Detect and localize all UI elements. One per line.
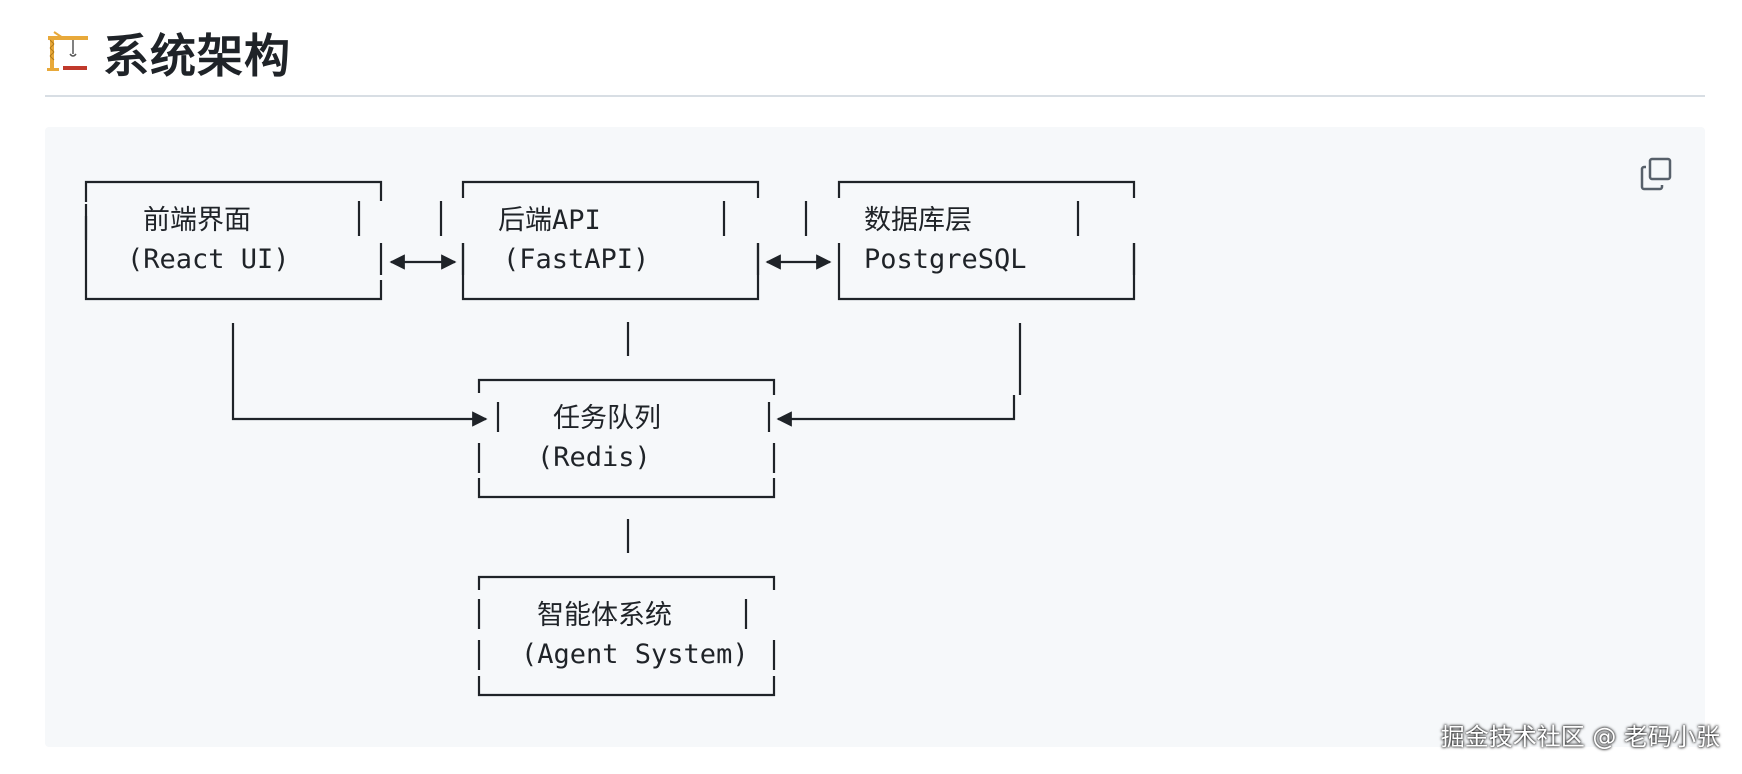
queue-box: 任务队列 (Redis)	[477, 378, 776, 499]
frontend-title: 前端界面	[143, 205, 251, 236]
section-heading: 系统架构	[45, 18, 291, 88]
page-title: 系统架构	[103, 29, 291, 83]
backend-title: 后端API	[498, 205, 601, 236]
frontend-queue-connector	[231, 323, 488, 427]
backend-box: 后端API (FastAPI)	[439, 180, 760, 301]
queue-title: 任务队列	[553, 403, 661, 434]
code-block	[45, 127, 1705, 747]
watermark: 掘金技术社区 @ 老码小张	[1440, 723, 1720, 751]
database-queue-connector	[778, 323, 1022, 419]
agent-subtitle: (Agent System)	[521, 639, 749, 670]
queue-subtitle: (Redis)	[537, 442, 651, 473]
backend-subtitle: (FastAPI)	[503, 244, 649, 275]
agent-title: 智能体系统	[537, 600, 672, 631]
construction-crane-icon	[47, 31, 88, 71]
heading-divider	[45, 95, 1705, 97]
agent-box: 智能体系统 (Agent System)	[477, 575, 776, 697]
copy-icon[interactable]	[1638, 155, 1678, 195]
database-title: 数据库层	[864, 205, 972, 236]
frontend-box: 前端界面 (React UI)	[84, 180, 383, 301]
database-box: 数据库层 PostgreSQL	[804, 180, 1136, 301]
frontend-subtitle: (React UI)	[127, 244, 290, 275]
database-subtitle: PostgreSQL	[864, 244, 1027, 275]
